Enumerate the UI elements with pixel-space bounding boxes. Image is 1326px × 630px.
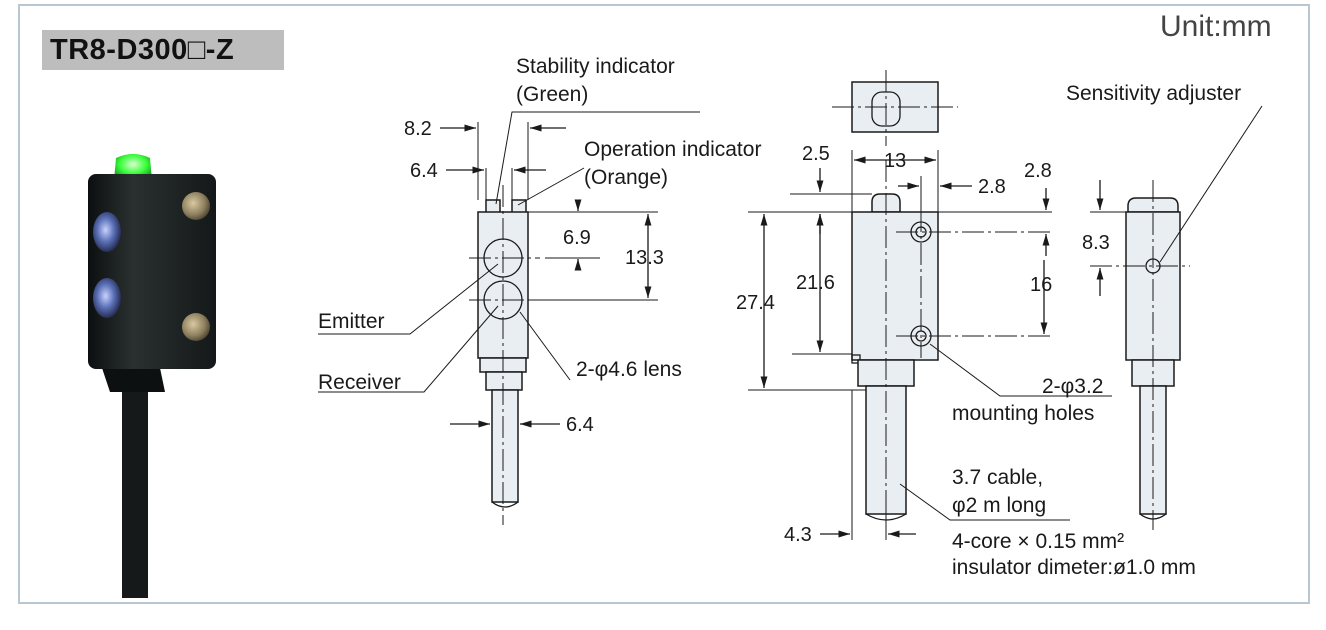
operation-indicator-label: Operation indicator bbox=[584, 138, 761, 161]
dim-13-3: 13.3 bbox=[625, 247, 664, 269]
dim-2-5: 2.5 bbox=[802, 143, 830, 165]
mounting-screw-icon bbox=[182, 313, 210, 341]
dim-4-3: 4.3 bbox=[784, 524, 812, 546]
model-title: TR8-D300□-Z bbox=[50, 34, 235, 66]
side-view bbox=[748, 150, 1112, 540]
dim-8-2: 8.2 bbox=[404, 118, 432, 140]
stability-indicator-led bbox=[114, 154, 152, 180]
operation-color-label: (Orange) bbox=[584, 166, 668, 189]
top-view bbox=[832, 70, 958, 146]
dim-21-6: 21.6 bbox=[796, 272, 835, 294]
mounting-holes-label-1: 2-φ3.2 bbox=[1042, 375, 1103, 398]
emitter-lens-icon bbox=[93, 212, 121, 252]
dim-2-8-vertical: 2.8 bbox=[1024, 160, 1052, 182]
mounting-screw-icon bbox=[182, 192, 210, 220]
dim-6-9: 6.9 bbox=[563, 227, 591, 249]
stability-color-label: (Green) bbox=[516, 83, 588, 106]
lens-label: 2-φ4.6 lens bbox=[576, 358, 682, 381]
insulator-label: insulator dimeter:ø1.0 mm bbox=[952, 556, 1196, 579]
cable-label-2: φ2 m long bbox=[952, 494, 1046, 517]
dim-6-4-cable: 6.4 bbox=[566, 414, 594, 436]
core-label: 4-core × 0.15 mm² bbox=[952, 530, 1124, 553]
dim-8-3: 8.3 bbox=[1082, 232, 1110, 254]
dim-16: 16 bbox=[1030, 274, 1052, 296]
right-view bbox=[1090, 105, 1263, 530]
unit-label: Unit:mm bbox=[1160, 10, 1272, 43]
sensor-strain-relief bbox=[102, 368, 165, 392]
mounting-holes-label-2: mounting holes bbox=[952, 402, 1094, 425]
receiver-lens-icon bbox=[93, 278, 121, 318]
dim-13: 13 bbox=[884, 150, 906, 172]
dim-6-4-top: 6.4 bbox=[410, 160, 438, 182]
dim-27-4: 27.4 bbox=[736, 292, 775, 314]
sensitivity-adjuster-label: Sensitivity adjuster bbox=[1066, 82, 1241, 105]
receiver-label: Receiver bbox=[318, 371, 401, 394]
cable-label-1: 3.7 cable, bbox=[952, 466, 1043, 489]
sensor-cable-photo bbox=[122, 370, 148, 598]
emitter-label: Emitter bbox=[318, 310, 385, 333]
front-view bbox=[318, 111, 700, 525]
title-badge bbox=[42, 30, 284, 70]
drawing-frame bbox=[18, 4, 1310, 604]
dim-2-8-horizontal: 2.8 bbox=[978, 176, 1006, 198]
stability-indicator-label: Stability indicator bbox=[516, 55, 675, 78]
sensor-photo bbox=[88, 154, 216, 598]
